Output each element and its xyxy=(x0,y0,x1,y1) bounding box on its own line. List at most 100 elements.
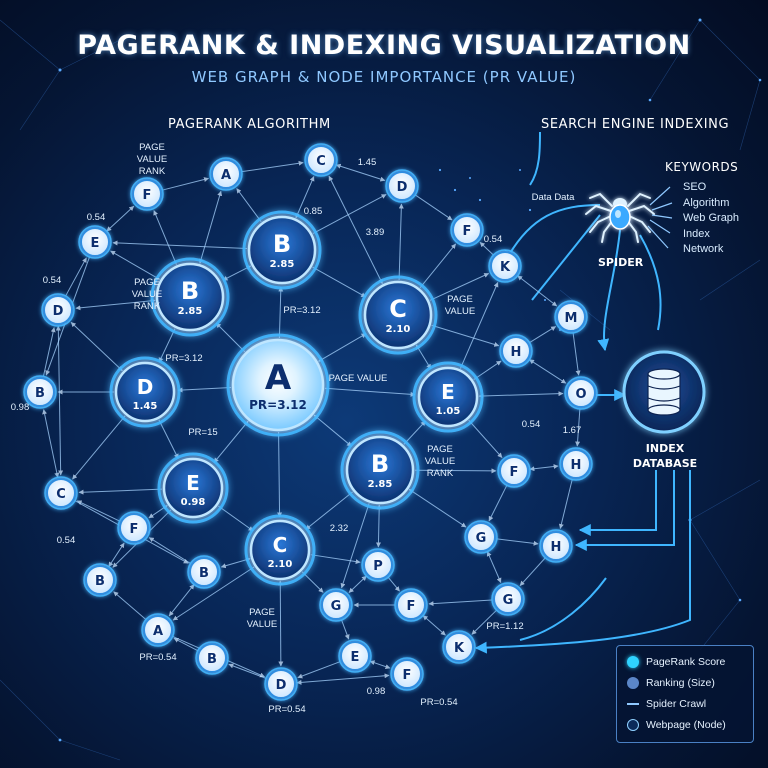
node-ring xyxy=(157,452,229,524)
node-s-d1: D xyxy=(385,169,419,203)
node-ring xyxy=(226,333,330,437)
node-ring xyxy=(564,376,598,410)
node-letter: B xyxy=(273,230,291,258)
graph-edge xyxy=(222,265,252,281)
graph-edge xyxy=(519,557,546,587)
graph-edge xyxy=(387,577,400,592)
graph-edge xyxy=(310,554,361,565)
node-ring xyxy=(499,334,533,368)
node-s-b2: B xyxy=(83,563,117,597)
graph-edge xyxy=(76,500,120,522)
graph-annotation: VALUE xyxy=(425,456,455,467)
graph-edge xyxy=(278,286,284,339)
graph-annotation: 0.54 xyxy=(57,535,76,546)
node-mid-c2: C 2.10 xyxy=(244,514,316,586)
node-ring xyxy=(41,293,75,327)
graph-annotation: 0.85 xyxy=(304,206,323,217)
graph-annotation: PR=15 xyxy=(188,427,217,438)
graph-annotation: PAGE VALUE xyxy=(329,373,388,384)
node-circle xyxy=(466,522,496,552)
node-s-e1: E xyxy=(78,225,112,259)
graph-edge xyxy=(108,542,125,568)
node-s-f6: F xyxy=(390,657,424,691)
legend-label: Ranking (Size) xyxy=(646,677,715,689)
spider-crawl-swatch xyxy=(627,703,639,705)
node-s-b1: B xyxy=(23,375,57,409)
graph-edges xyxy=(42,160,581,685)
node-letter: C xyxy=(316,154,326,169)
node-mid-e1: E1.05 xyxy=(412,361,484,433)
node-ring xyxy=(83,563,117,597)
db-label-line: INDEX xyxy=(645,442,685,455)
graph-edge xyxy=(414,468,497,474)
node-ring xyxy=(44,476,78,510)
graph-edge xyxy=(148,537,191,564)
node-ring xyxy=(150,257,230,337)
section-indexing-heading: SEARCH ENGINE INDEXING xyxy=(541,117,730,132)
node-s-e3: E xyxy=(338,639,372,673)
graph-edge xyxy=(177,386,232,393)
database-icon xyxy=(622,350,706,434)
keyword-connectors xyxy=(647,186,673,249)
graph-edge xyxy=(398,203,404,281)
graph-annotation: PAGE xyxy=(134,277,160,288)
node-circle xyxy=(556,302,586,332)
graph-edge xyxy=(110,250,160,280)
webpage-node-swatch xyxy=(627,719,639,731)
spider-icon xyxy=(585,192,655,243)
graph-annotation: PAGE xyxy=(249,607,275,618)
pagerank-score-swatch xyxy=(627,656,639,668)
graph-edge xyxy=(428,599,493,607)
node-s-c1: C xyxy=(304,143,338,177)
keyword-item: Network xyxy=(683,243,724,255)
node-letter: P xyxy=(373,559,383,574)
legend-item-pagerank-score: PageRank Score xyxy=(627,654,725,670)
node-letter: B xyxy=(207,652,217,667)
node-pr-value: 1.05 xyxy=(436,406,461,417)
node-letter: C xyxy=(273,533,288,557)
node-ring xyxy=(78,225,112,259)
node-pr-value: 2.10 xyxy=(268,559,293,570)
graph-edge xyxy=(78,488,163,495)
node-circle xyxy=(387,171,417,201)
graph-edge xyxy=(558,479,573,529)
graph-annotation: 0.54 xyxy=(87,212,106,223)
node-big-c: C2.10 xyxy=(358,275,438,355)
spider-label: SPIDER xyxy=(598,256,644,269)
legend-label: Webpage (Node) xyxy=(646,719,726,731)
ranking-size-swatch xyxy=(627,677,639,689)
node-letter: G xyxy=(476,531,487,546)
node-s-b3: B xyxy=(187,555,221,589)
graph-edge xyxy=(488,485,508,522)
node-circle xyxy=(306,145,336,175)
graph-edge xyxy=(153,210,177,265)
node-s-g3: G xyxy=(491,582,525,616)
graph-edge xyxy=(369,660,391,670)
node-circle xyxy=(541,531,571,561)
node-letter: F xyxy=(463,224,472,239)
graph-annotation: RANK xyxy=(427,468,454,479)
graph-edge xyxy=(301,571,324,593)
graph-annotation: 0.54 xyxy=(43,275,62,286)
keyword-item: Algorithm xyxy=(683,196,730,209)
graph-annotation: 0.98 xyxy=(11,402,30,413)
graph-edge xyxy=(403,420,426,445)
node-s-f3: F xyxy=(497,454,531,488)
graph-edge xyxy=(297,661,341,679)
node-ring xyxy=(195,641,229,675)
node-circle xyxy=(363,280,433,350)
graph-edge xyxy=(517,275,558,307)
node-ring xyxy=(338,639,372,673)
graph-edge xyxy=(431,324,500,347)
node-pr-value: 2.85 xyxy=(368,479,393,490)
graph-edge xyxy=(335,163,386,182)
graph-edge xyxy=(168,584,195,617)
graph-edge xyxy=(318,333,367,362)
node-ring xyxy=(109,356,181,428)
graph-edge xyxy=(236,188,262,223)
graph-edge xyxy=(529,326,557,344)
node-letter: O xyxy=(575,387,586,402)
node-circle xyxy=(143,615,173,645)
